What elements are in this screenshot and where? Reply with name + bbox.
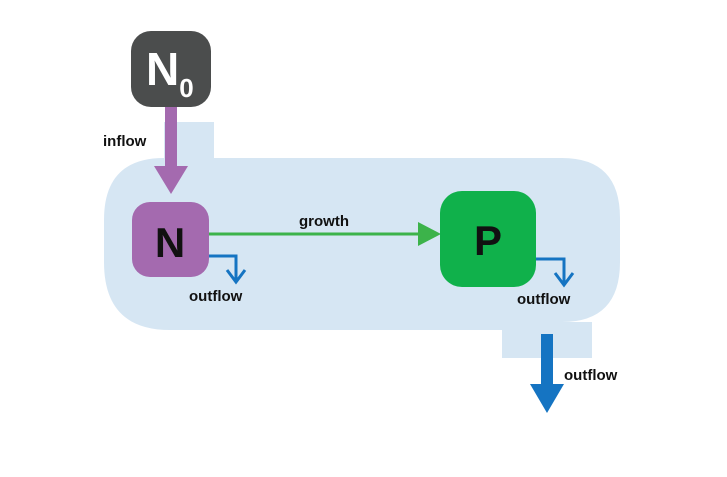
growth-arrow <box>209 222 441 246</box>
n-outflow-arrow <box>209 254 247 285</box>
inflow-label: inflow <box>103 133 147 150</box>
p-node: P <box>440 191 536 287</box>
n0-node: N0 <box>131 31 211 107</box>
system-region <box>104 122 620 358</box>
system-outflow-arrow <box>530 334 564 413</box>
n-label: N <box>155 219 185 266</box>
p-label: P <box>474 217 502 264</box>
growth-label: growth <box>299 213 349 230</box>
p-outflow-arrow <box>536 257 575 288</box>
n-outflow-label: outflow <box>189 288 243 305</box>
n0-label: N0 <box>146 43 194 103</box>
n-node: N <box>132 202 209 277</box>
inflow-arrow <box>154 104 188 194</box>
p-outflow-label: outflow <box>517 291 571 308</box>
system-outflow-label: outflow <box>564 367 618 384</box>
